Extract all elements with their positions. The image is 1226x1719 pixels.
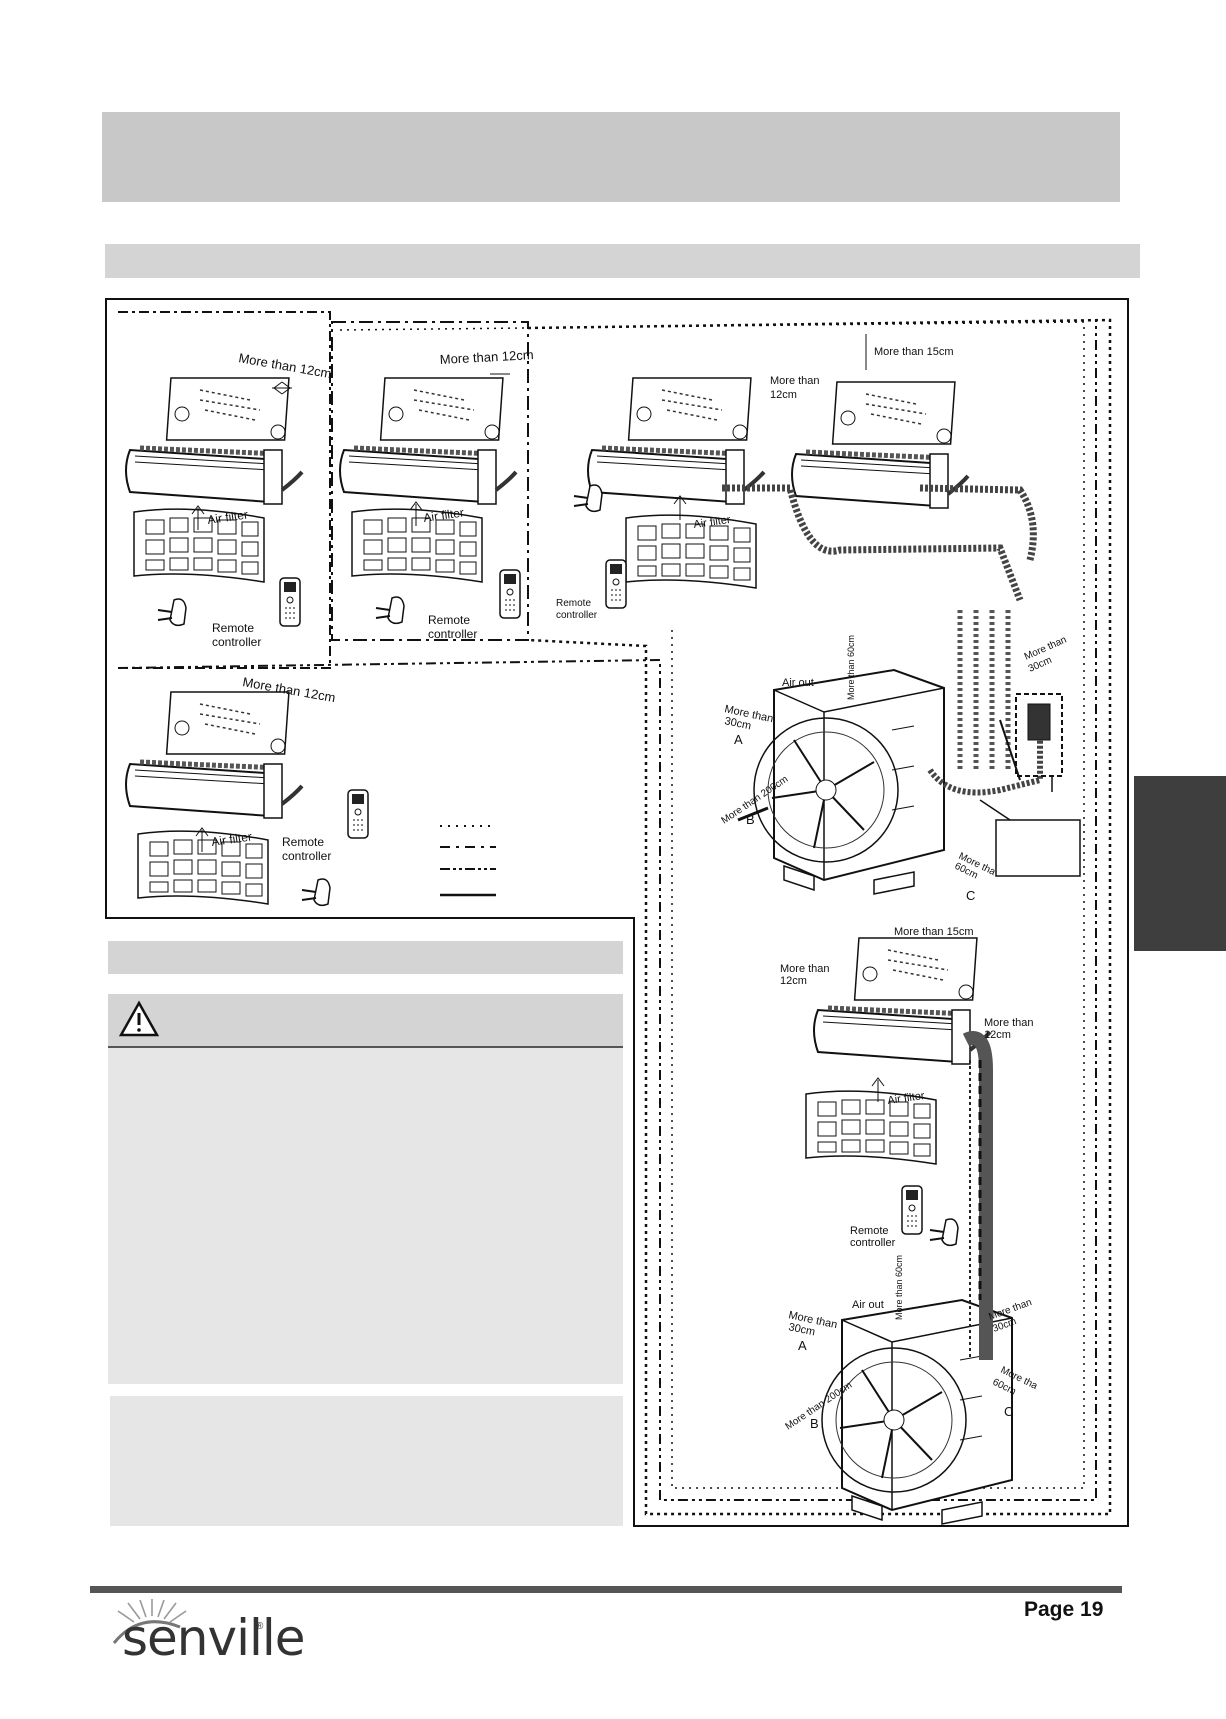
side-tab [1134,776,1226,951]
caution-header [108,994,623,1048]
label-12cm-a: 12cm [770,389,797,401]
label-air-out-2: Air out [852,1299,884,1311]
label-remote-2: Remote [428,613,470,627]
label-air-filter-4: Air filter [210,829,252,849]
label-controller-3: controller [556,610,598,621]
spec-heading-bar [108,941,623,974]
label-air-filter-3: Air filter [693,514,732,531]
label-controller-5: controller [850,1237,896,1249]
page-number: Page 19 [1024,1598,1104,1621]
label-remote-4: Remote [282,835,324,849]
label-controller-4: controller [282,849,331,863]
label-a-1: A [734,732,743,747]
section-heading-banner [105,244,1140,278]
label-12cm-b: 12cm [780,975,807,987]
label-controller-1: controller [212,635,261,649]
label-more-than-b: More than [780,963,830,975]
label-clearance-15cm-1: More than 15cm [874,346,953,358]
label-b-2: B [810,1416,819,1431]
label-air-filter-2: Air filter [422,505,464,525]
label-30cm-d: 30cm [787,1321,816,1338]
brand-name: senville [122,1609,306,1667]
sun-icon [112,1599,187,1644]
label-more-than-a: More than [770,375,820,387]
label-c-1: C [966,888,975,903]
footer-rule [90,1586,1122,1593]
label-remote-3: Remote [556,598,591,609]
warning-triangle-icon [118,1000,160,1037]
note-panel [110,1396,623,1526]
top-title-banner [102,112,1120,202]
label-clearance-12cm-2: More than 12cm [439,347,534,367]
label-clearance-15cm-2: More than 15cm [894,926,973,938]
label-a-2: A [798,1338,807,1353]
label-more-than-c: More than [984,1017,1034,1029]
label-60cm-vertical-1: More than 60cm [846,635,856,700]
label-12cm-c: 12cm [984,1029,1011,1041]
label-air-out-1: Air out [782,677,814,689]
label-clearance-12cm-1: More than 12cm [237,350,332,381]
senville-logo: senville ® [100,1597,306,1671]
label-remote-5: Remote [850,1225,889,1237]
label-c-2: C [1004,1404,1013,1419]
label-air-filter-5: Air filter [887,1090,926,1107]
label-30cm-c: 30cm [723,715,752,732]
label-b-1: B [746,812,755,827]
label-controller-2: controller [428,627,477,641]
label-air-filter-1: Air filter [206,507,248,527]
registered-mark: ® [256,1621,264,1632]
label-remote-1: Remote [212,621,254,635]
label-60cm-vertical-2: More than 60cm [894,1255,904,1320]
caution-body-panel [108,1048,623,1384]
